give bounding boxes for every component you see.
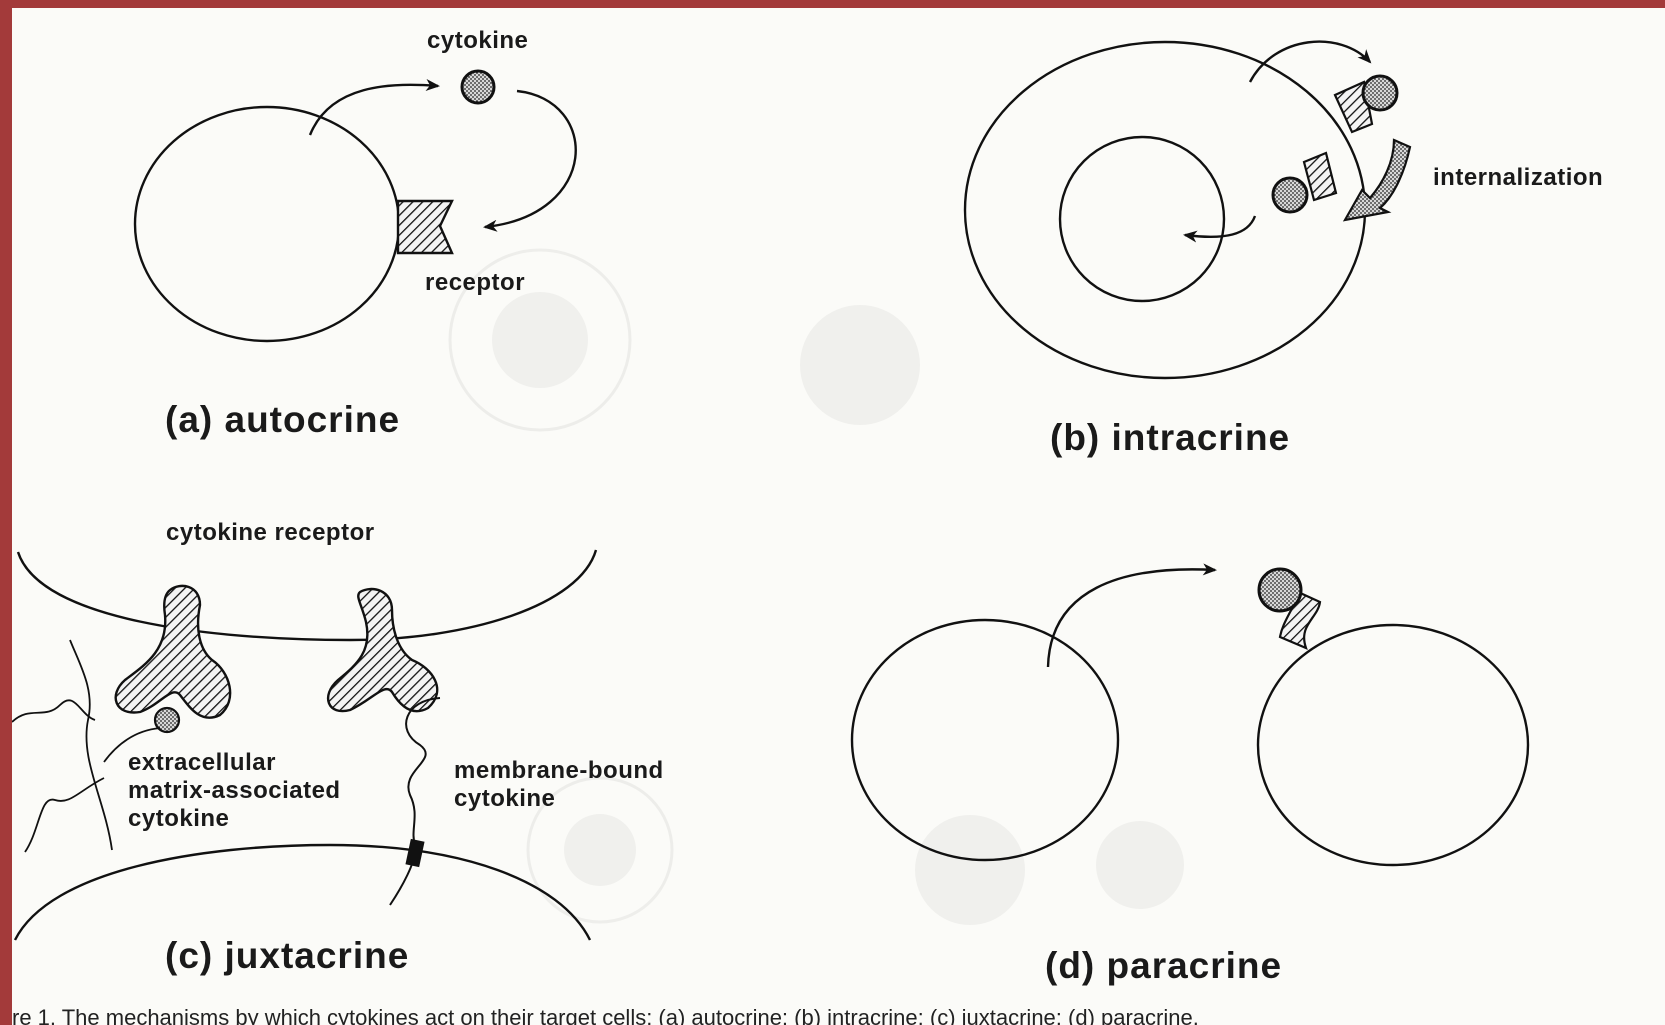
membrane-tether — [390, 698, 440, 905]
panel-autocrine: cytokine receptor (a) autocrine — [135, 27, 576, 440]
ecm-label-2: matrix-associated — [128, 777, 341, 804]
paracrine-title: (d) paracrine — [1045, 945, 1282, 986]
ecm-label-1: extracellular — [128, 749, 276, 776]
receptor-label: receptor — [425, 269, 525, 296]
panel-paracrine: (d) paracrine — [852, 569, 1528, 986]
membrane-bound-label-2: cytokine — [454, 785, 555, 812]
panel-juxtacrine: cytokine receptor extracellular matrix-a… — [12, 519, 664, 976]
cytokine-mechanisms-diagram: cytokine receptor (a) autocrine internal… — [12, 8, 1665, 1025]
secretion-arrow-b — [1250, 42, 1370, 82]
membrane-bound-label-1: membrane-bound — [454, 757, 664, 784]
autocrine-title: (a) autocrine — [165, 399, 400, 440]
figure-caption: re 1. The mechanisms by which cytokines … — [12, 1005, 1199, 1025]
bound-cytokine — [1363, 76, 1397, 110]
ecm-label-3: cytokine — [128, 805, 229, 832]
background-bleed — [450, 250, 1184, 925]
membrane-anchor — [405, 839, 424, 867]
receptor-left — [116, 586, 230, 718]
binding-arrow — [485, 91, 576, 227]
internalization-arrow — [1345, 140, 1410, 220]
cytokine-particle — [462, 71, 494, 103]
internalized-cytokine — [1273, 178, 1307, 212]
receptor-right — [328, 589, 437, 711]
nuclear-arrow — [1185, 216, 1255, 237]
nucleus — [1060, 137, 1224, 301]
figure-page: cytokine receptor (a) autocrine internal… — [12, 8, 1665, 1025]
paracrine-arrow — [1048, 569, 1215, 667]
receptor-shape — [398, 201, 452, 253]
cytokine-label: cytokine — [427, 27, 528, 54]
internalized-receptor — [1304, 153, 1336, 200]
internalization-label: internalization — [1433, 164, 1603, 191]
cytokine-receptor-label: cytokine receptor — [166, 519, 375, 546]
secretion-arrow — [310, 85, 438, 135]
lower-cell-membrane — [15, 845, 590, 940]
juxtacrine-title: (c) juxtacrine — [165, 935, 409, 976]
autocrine-cell — [135, 107, 399, 341]
panel-intracrine: internalization (b) intracrine — [965, 42, 1603, 458]
paracrine-cytokine — [1259, 569, 1301, 611]
target-cell — [1258, 625, 1528, 865]
intracrine-cell — [965, 42, 1365, 378]
intracrine-title: (b) intracrine — [1050, 417, 1290, 458]
upper-cell-membrane — [18, 550, 596, 640]
